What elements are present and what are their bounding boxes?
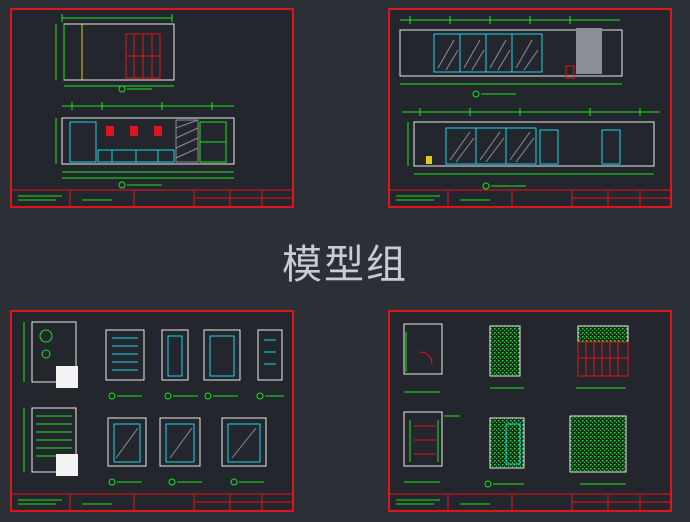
drawing-sheet-top-left [10,8,294,208]
page-caption: 模型组 [282,242,408,288]
drawing-sheet-bottom-right [388,310,672,512]
detail-drawing-bottom-right [390,323,670,510]
drawing-sheet-top-right [388,8,672,208]
detail-drawing-bottom-left [12,321,292,510]
elevation-drawing-top-left [12,14,292,206]
elevation-drawing-top-right [390,16,670,206]
drawing-sheet-bottom-left [10,310,294,512]
